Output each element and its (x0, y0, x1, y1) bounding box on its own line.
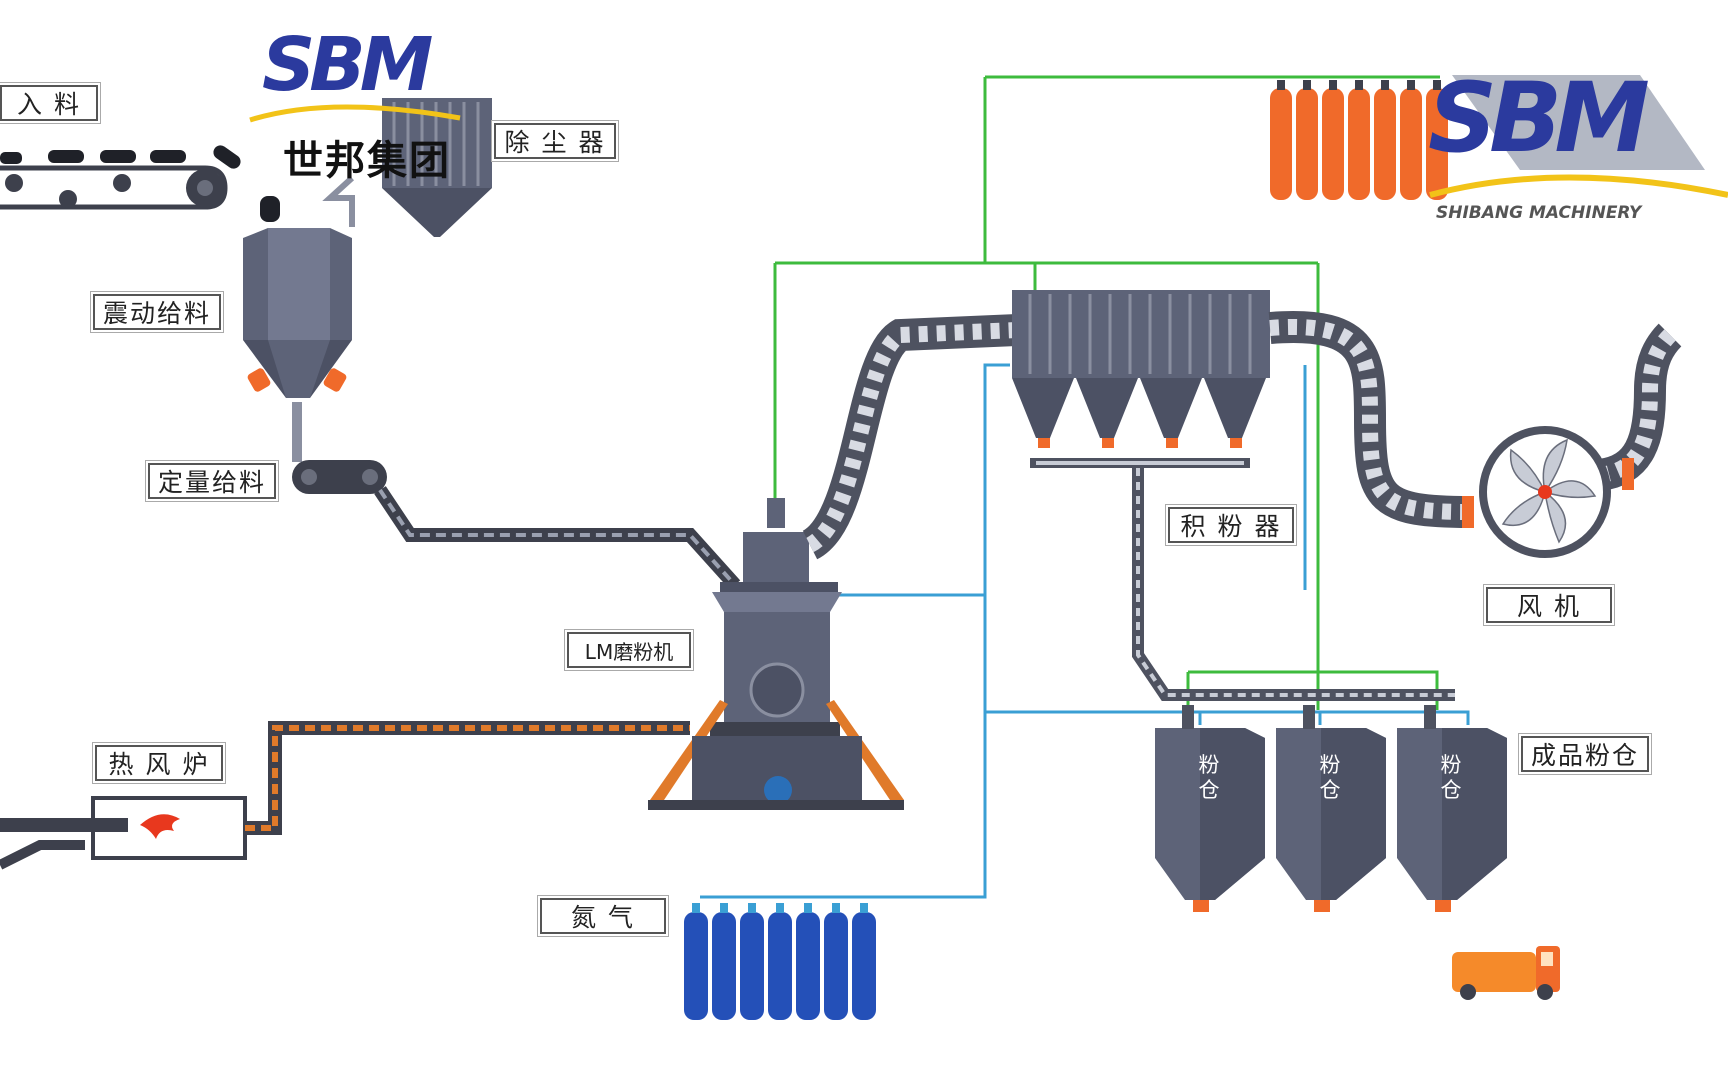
fan (1462, 426, 1634, 558)
lm-vertical-mill (648, 498, 904, 810)
sbm-logo-right (1429, 75, 1728, 198)
silo-2-text-bottom: 仓 (1319, 778, 1341, 802)
logo-left-mark: SBM (262, 22, 433, 108)
label-fan: 风 机 (1483, 584, 1615, 626)
silo-1-text-top: 粉 (1198, 753, 1220, 777)
label-feed-in: 入 料 (0, 82, 101, 124)
hot-air-furnace (0, 721, 690, 870)
logo-left-subtitle: 世邦集团 (283, 138, 451, 184)
label-dust-collector: 除 尘 器 (491, 120, 619, 162)
vibrating-feeder (243, 228, 352, 462)
silo-1 (1155, 705, 1265, 912)
blue-nitrogen-lines (700, 363, 1470, 899)
silo-3-text-top: 粉 (1440, 753, 1462, 777)
logo-right-mark: SBM (1428, 62, 1650, 174)
silo-2 (1276, 705, 1386, 912)
label-hot-air-furnace: 热 风 炉 (92, 742, 226, 784)
product-silos (1155, 705, 1507, 912)
bulk-truck-icon (1452, 946, 1560, 1000)
quantitative-feeder (292, 460, 741, 590)
label-vibrating-feeder: 震动给料 (90, 291, 224, 333)
silo-2-text-top: 粉 (1319, 753, 1341, 777)
silo-1-text-bottom: 仓 (1198, 778, 1220, 802)
label-quantitative-feeder: 定量给料 (145, 460, 279, 502)
belt-conveyor (0, 145, 280, 222)
powder-collector (1012, 290, 1455, 701)
nitrogen-cylinders (684, 903, 876, 1020)
label-nitrogen: 氮 气 (537, 895, 669, 937)
label-lm-mill: LM磨粉机 (564, 629, 694, 671)
label-powder-collector: 积 粉 器 (1165, 504, 1297, 546)
co2-cylinders (1270, 80, 1448, 200)
label-product-silo: 成品粉仓 (1518, 733, 1652, 775)
mill-to-collector-duct (801, 314, 1019, 560)
silo-3 (1397, 705, 1507, 912)
silo-3-text-bottom: 仓 (1440, 778, 1462, 802)
logo-right-subtitle: SHIBANG MACHINERY (1436, 203, 1642, 223)
sbm-logo-left (249, 104, 461, 123)
